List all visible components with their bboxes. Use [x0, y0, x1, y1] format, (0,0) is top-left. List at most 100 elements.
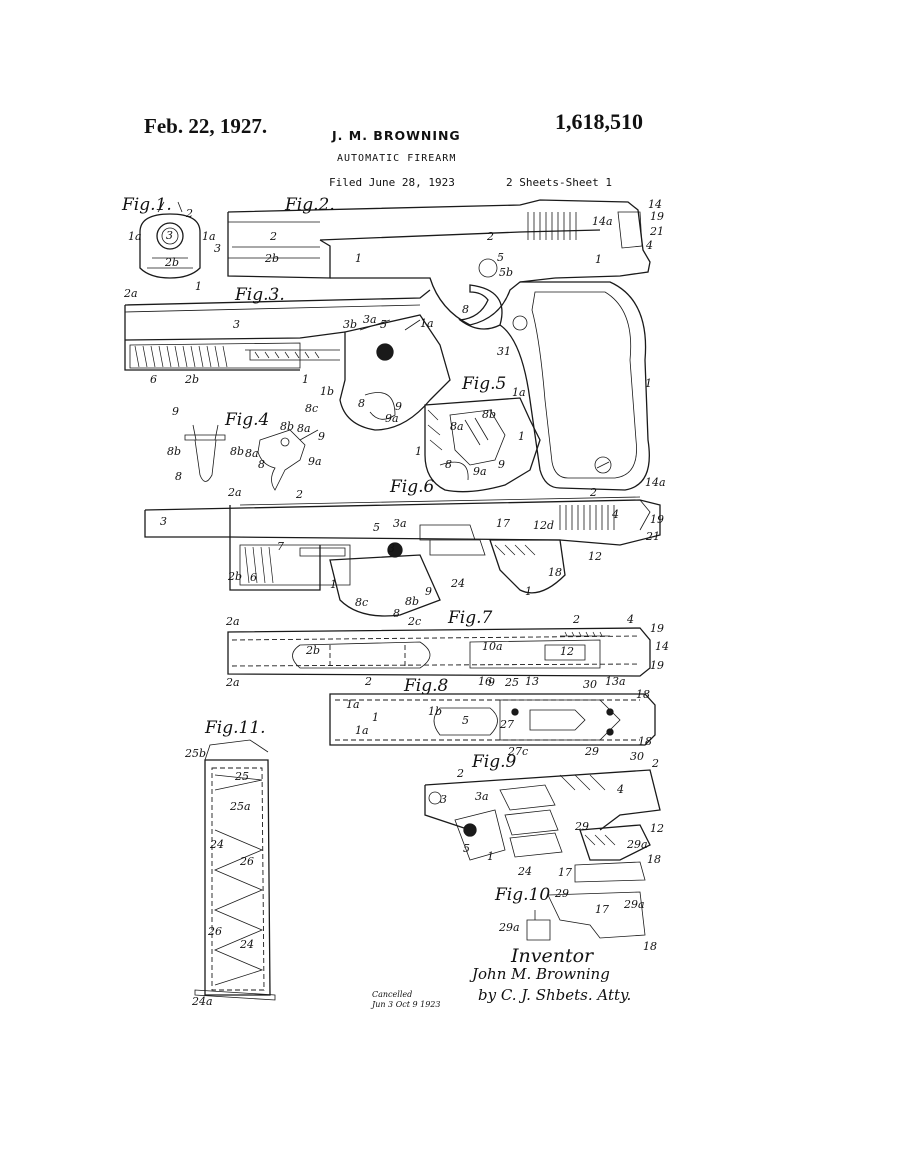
ref-numeral: 2: [457, 767, 464, 780]
cancellation-stamp: Cancelled Jun 3 Oct 9 1923: [372, 990, 440, 1010]
ref-numeral: 18: [548, 566, 562, 579]
ref-numeral: 29: [555, 887, 569, 900]
ref-numeral: 25: [505, 676, 519, 689]
ref-numeral: 6: [250, 571, 257, 584]
ref-numeral: 2b: [165, 256, 180, 269]
ref-numeral: 9: [395, 400, 402, 413]
ref-numeral: 4: [627, 613, 634, 626]
ref-numeral: 8b: [280, 420, 295, 433]
ref-numeral: 1: [415, 445, 422, 458]
ref-numeral: 8a: [245, 447, 259, 460]
ref-numeral: 21: [646, 530, 660, 543]
ref-numeral: 3b: [343, 318, 358, 331]
ref-numeral: 1a: [512, 386, 526, 399]
ref-numeral: 2c: [408, 615, 422, 628]
ref-numeral: 14: [648, 198, 662, 211]
ref-numeral: 8c: [355, 596, 369, 609]
fig8-drawing: [329, 693, 656, 746]
ref-numeral: 9a: [308, 455, 322, 468]
ref-numeral: 18: [643, 940, 657, 953]
fig9-drawing: [424, 769, 661, 861]
ref-numeral: 2a: [226, 615, 240, 628]
ref-numeral: 3: [214, 242, 221, 255]
fig7-drawing: [227, 627, 651, 677]
ref-numeral: 6: [150, 373, 157, 386]
fig5-drawing: [424, 397, 541, 493]
ref-numeral: 1: [518, 430, 525, 443]
ref-numeral: 18: [638, 735, 652, 748]
ref-numeral: 26: [240, 855, 254, 868]
ref-numeral: 10a: [482, 640, 503, 653]
ref-numeral: 31: [497, 345, 511, 358]
fig3-label: Fig.3.: [235, 285, 285, 305]
ref-numeral: 9: [318, 430, 325, 443]
ref-numeral: 2a: [226, 676, 240, 689]
ref-numeral: 19: [650, 210, 664, 223]
fig10-drawing: [526, 861, 646, 941]
stamp-line-2: Jun 3 Oct 9 1923: [372, 1000, 441, 1009]
ref-numeral: 19: [650, 659, 664, 672]
ref-numeral: 2: [296, 488, 303, 501]
ref-numeral: 13: [525, 675, 539, 688]
ref-numeral: 8a: [450, 420, 464, 433]
fig11-label: Fig.11.: [205, 718, 266, 738]
ref-numeral: 2: [186, 207, 193, 220]
fig8-label: Fig.8: [404, 676, 449, 696]
ref-numeral: 25: [235, 770, 249, 783]
ref-numeral: 26: [208, 925, 222, 938]
fig6-drawing: [144, 496, 661, 617]
ref-numeral: 1: [525, 585, 532, 598]
ref-numeral: 8b: [405, 595, 420, 608]
ref-numeral: 8b: [230, 445, 245, 458]
fig5-label: Fig.5: [462, 374, 507, 394]
ref-numeral: 3: [166, 229, 173, 242]
ref-numeral: 1b: [320, 385, 335, 398]
ref-numeral: 8: [462, 303, 469, 316]
ref-numeral: 3: [233, 318, 240, 331]
inventor-label: Inventor: [511, 945, 594, 967]
ref-numeral: 9a: [385, 412, 399, 425]
ref-numeral: 25b: [185, 747, 207, 760]
ref-numeral: 30: [630, 750, 644, 763]
ref-numeral: 8c: [305, 402, 319, 415]
fig3-drawing: [124, 289, 451, 431]
ref-numeral: 14a: [645, 476, 666, 489]
ref-numeral: 13a: [605, 675, 626, 688]
ref-numeral: 1: [645, 377, 652, 390]
ref-numeral: 9: [488, 676, 495, 689]
ref-numeral: 8: [175, 470, 182, 483]
ref-numeral: 9: [172, 405, 179, 418]
ref-numeral: 1: [595, 253, 602, 266]
ref-numeral: 14a: [592, 215, 613, 228]
ref-numeral: 8: [445, 458, 452, 471]
ref-numeral: 2a: [228, 486, 242, 499]
attorney-signature: by C. J. Shbets. Atty.: [478, 986, 632, 1004]
ref-numeral: 24: [518, 865, 532, 878]
ref-numeral: 2: [652, 757, 659, 770]
ref-numeral: 5: [497, 251, 504, 264]
ref-numeral: 2: [270, 230, 277, 243]
ref-numeral: 5: [373, 521, 380, 534]
ref-numeral: 3a: [393, 517, 407, 530]
fig7-label: Fig.7: [448, 608, 493, 628]
fig9-label: Fig.9: [472, 752, 517, 772]
patent-number: 1,618,510: [555, 109, 643, 134]
ref-numeral: 12: [560, 645, 574, 658]
ref-numeral: 29a: [627, 838, 648, 851]
ref-numeral: 27: [500, 718, 514, 731]
ref-numeral: 3: [388, 542, 395, 555]
ref-numeral: 12: [588, 550, 602, 563]
ref-numeral: 1: [302, 373, 309, 386]
ref-numeral: 14: [655, 640, 669, 653]
ref-numeral: 1a: [420, 317, 434, 330]
sheet-count: 2 Sheets-Sheet 1: [506, 176, 612, 189]
ref-numeral: 24: [240, 938, 254, 951]
ref-numeral: 2: [487, 230, 494, 243]
ref-numeral: 17: [496, 517, 510, 530]
ref-numeral: 29a: [499, 921, 520, 934]
ref-numeral: 19: [650, 622, 664, 635]
ref-numeral: 17: [595, 903, 609, 916]
ref-numeral: 2a: [124, 287, 138, 300]
ref-numeral: 3a: [363, 313, 377, 326]
fig2-drawing: [227, 199, 651, 491]
